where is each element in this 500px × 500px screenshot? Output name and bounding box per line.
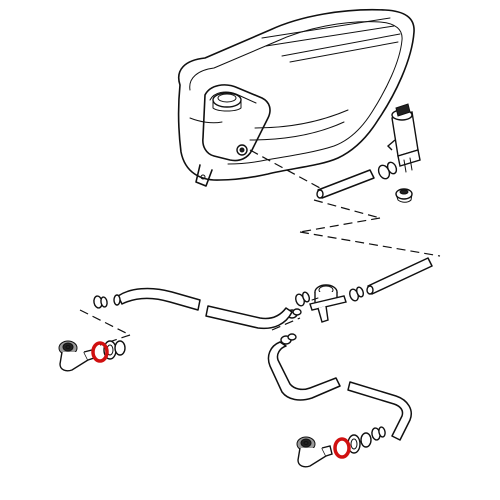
lower-hose: [113, 287, 293, 330]
washer-reservoir: [177, 8, 415, 187]
hose-connector: [286, 286, 364, 319]
hose-connector: [93, 295, 108, 309]
left-nozzle: [58, 340, 126, 372]
check-valve-t-piece: [309, 284, 347, 323]
leader-lines: [79, 149, 441, 346]
upper-hose: [366, 257, 433, 295]
red-seal-ring: [333, 437, 351, 459]
red-seal-ring: [91, 341, 109, 363]
right-nozzle: [296, 432, 372, 468]
lower-hose: [267, 333, 412, 441]
hose-connector: [377, 161, 398, 180]
washer-pump: [386, 103, 421, 173]
upper-hose: [316, 169, 375, 199]
hose-connector: [371, 426, 386, 441]
grommet: [395, 188, 413, 203]
